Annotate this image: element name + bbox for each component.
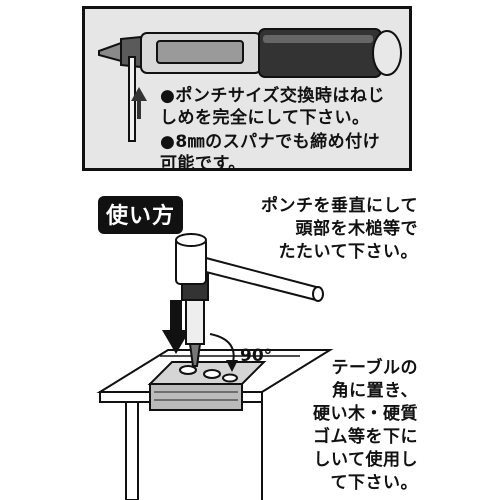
usage-instruction-placement: テーブルの 角に置き、 硬い木・硬質 ゴム等を下に しいて使用し て下さい。 [313,358,418,493]
usage-instruction-strike: ポンチを垂直にして 頭部を木槌等で たたいて下さい。 [261,196,418,262]
instruction-panel: ●ポンチサイズ交換時はねじ しめを完全にして下さい。 ●8㎜のスパナでも締め付け… [82,6,412,174]
punch-tool-illustration [98,28,402,142]
note-screw-tightening: ●ポンチサイズ交換時はねじ しめを完全にして下さい。 [160,86,385,128]
note-wrench-tightening: ●8㎜のスパナでも締め付け 可能です。 [160,132,381,174]
angle-label: 90° [240,346,273,366]
usage-title: 使い方 [98,196,184,234]
